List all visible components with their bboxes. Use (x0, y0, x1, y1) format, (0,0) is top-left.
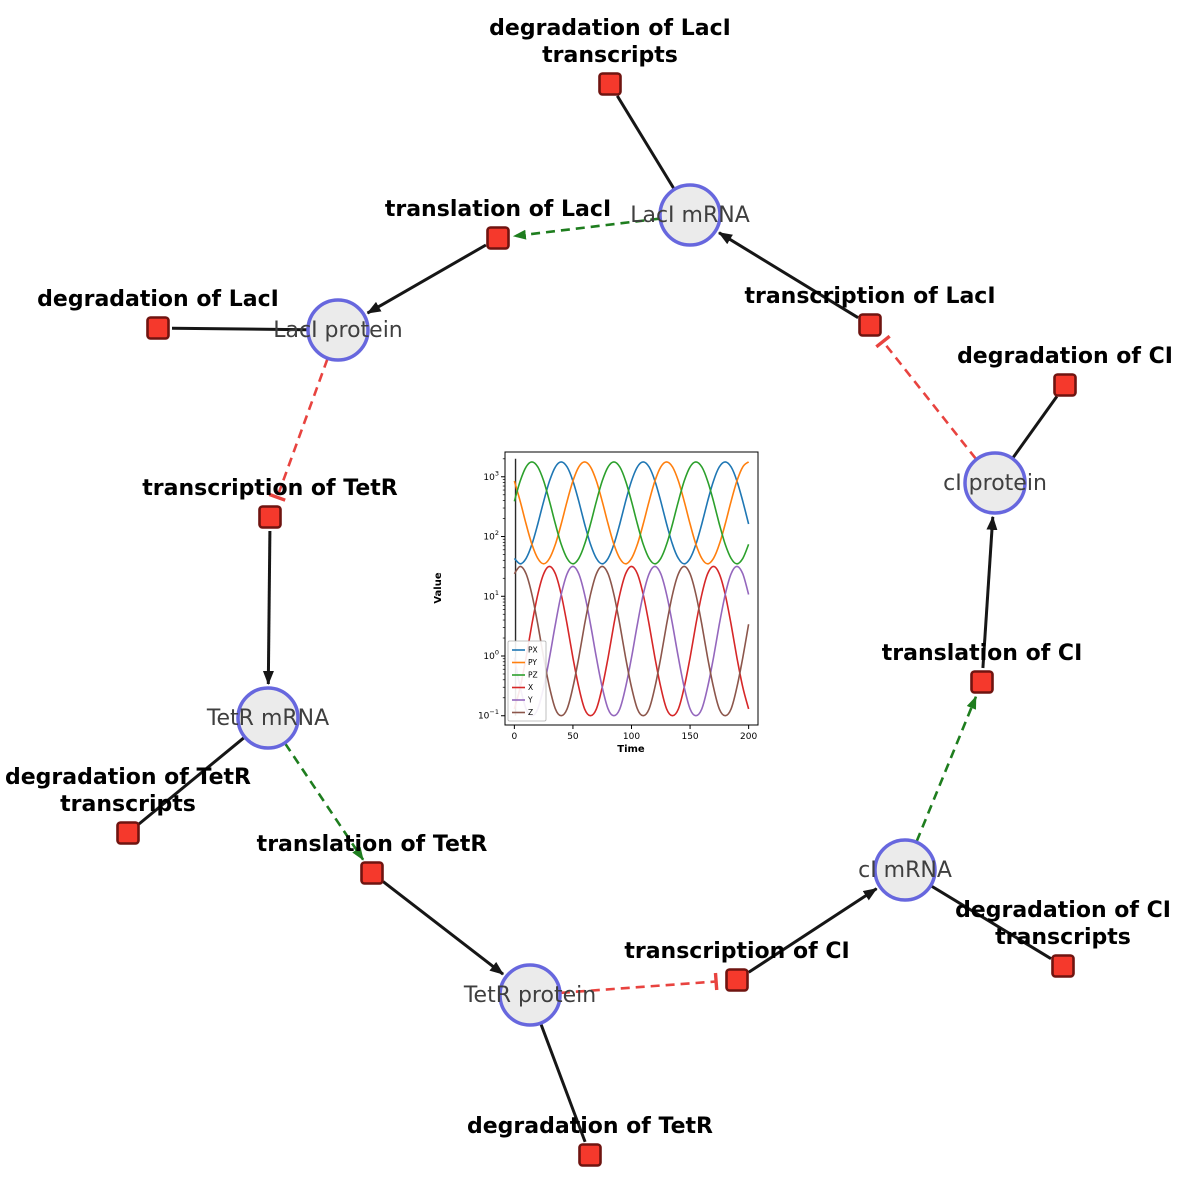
label-laci_protein: LacI protein (273, 318, 403, 343)
edge-inhibition-ci_protein--transcription_laci (875, 334, 977, 460)
x-tick-label: 0 (512, 732, 518, 742)
edge-production-transcription_ci--ci_mrna (747, 887, 878, 974)
legend-label-Z: Z (528, 708, 533, 717)
reaction-node-translation_ci (970, 670, 994, 694)
y-tick-label: 100 (483, 649, 499, 663)
simulation-inset-chart: Time Value 10−1 100 101 102 103 0 50 100 150 200 P… (430, 446, 766, 758)
label-deg_ci_transcripts-line2: transcripts (995, 925, 1131, 950)
edge-production-translation_laci--laci_protein (366, 243, 487, 315)
y-tick-label: 10−1 (478, 708, 499, 722)
reaction-node-deg_laci (146, 316, 170, 340)
edge-modifier-tetr_mrna--translation_tetr (284, 742, 365, 861)
legend-box (507, 640, 547, 722)
node-layer (116, 72, 1077, 1167)
reaction-node-deg_tetr_transcripts (116, 821, 140, 845)
chart-xlabel: Time (617, 744, 645, 755)
label-translation_ci: translation of CI (882, 641, 1083, 666)
y-tick-label: 102 (483, 529, 499, 543)
label-deg_ci_transcripts-line1: degradation of CI (955, 898, 1171, 923)
species-node-ci_mrna (873, 838, 937, 902)
reaction-node-deg_ci (1053, 373, 1077, 397)
edge-modifier-ci_mrna--translation_ci (915, 695, 978, 842)
label-transcription_laci: transcription of LacI (744, 284, 995, 309)
chart-ylabel: Value (433, 572, 444, 603)
label-tetr_protein: TetR protein (463, 983, 596, 1008)
reaction-node-transcription_tetr (258, 505, 282, 529)
edge-production-transcription_tetr--tetr_mrna (262, 530, 274, 685)
label-translation_laci: translation of LacI (385, 197, 611, 222)
species-node-tetr_protein (498, 963, 562, 1027)
x-tick-label: 50 (567, 732, 579, 742)
edge-layer (137, 95, 1059, 1143)
reaction-node-deg_tetr (578, 1143, 602, 1167)
species-node-ci_protein (963, 451, 1027, 515)
reaction-node-transcription_ci (725, 968, 749, 992)
series-PY (513, 461, 750, 565)
series-X (513, 565, 750, 717)
label-ci_mrna: cI mRNA (858, 858, 952, 883)
reaction-node-deg_laci_transcripts (598, 72, 622, 96)
reaction-node-deg_ci_transcripts (1051, 954, 1075, 978)
legend-label-X: X (528, 683, 533, 692)
series-Y (513, 565, 750, 717)
label-transcription_tetr: transcription of TetR (142, 476, 398, 501)
label-deg_laci: degradation of LacI (37, 287, 279, 312)
label-ci_protein: cI protein (943, 471, 1047, 496)
label-deg_ci: degradation of CI (957, 344, 1173, 369)
label-deg_laci_transcripts-line2: transcripts (542, 43, 678, 68)
reaction-node-translation_laci (486, 226, 510, 250)
chart-axes: 10−1 100 101 102 103 0 50 100 150 200 (478, 458, 757, 742)
reaction-node-translation_tetr (360, 861, 384, 885)
x-tick-label: 200 (740, 732, 757, 742)
legend-label-Y: Y (527, 696, 533, 705)
edge-inhibition-tetr_protein--transcription_ci (560, 972, 719, 995)
timecourse-plot: Time Value 10−1 100 101 102 103 0 50 100 150 200 P… (433, 451, 759, 755)
edge-production-translation_tetr--tetr_protein (382, 880, 505, 976)
x-tick-label: 100 (623, 732, 640, 742)
x-tick-label: 150 (681, 732, 698, 742)
series-PZ (513, 461, 750, 565)
chart-legend: PX PY PZ XYZ (507, 640, 547, 722)
series-PX (513, 461, 750, 565)
label-deg_tetr_transcripts-line1: degradation of TetR (5, 765, 251, 790)
reaction-node-transcription_laci (858, 313, 882, 337)
y-tick-label: 101 (483, 589, 499, 603)
edge-production-translation_ci--ci_protein (981, 515, 998, 669)
label-deg_tetr: degradation of TetR (467, 1114, 713, 1139)
y-tick-label: 103 (483, 469, 499, 483)
edge-consumption-ci_mrna--deg_ci_transcripts (930, 884, 1052, 960)
edge-modifier-laci_mrna--translation_laci (512, 217, 660, 240)
label-deg_laci_transcripts-line1: degradation of LacI (489, 16, 731, 41)
edge-consumption-ci_protein--deg_ci (1011, 395, 1059, 459)
species-node-laci_protein (306, 298, 370, 362)
edge-consumption-tetr_mrna--deg_tetr_transcripts (137, 736, 245, 826)
label-transcription_ci: transcription of CI (624, 939, 849, 964)
edge-consumption-tetr_protein--deg_tetr (539, 1023, 587, 1143)
label-translation_tetr: translation of TetR (257, 832, 488, 857)
legend-label-PZ: PZ (528, 671, 538, 680)
label-deg_tetr_transcripts-line2: transcripts (60, 792, 196, 817)
edge-consumption-laci_protein--deg_laci (171, 326, 308, 332)
species-node-laci_mrna (658, 183, 722, 247)
plot-border (504, 451, 759, 726)
edge-inhibition-laci_protein--transcription_tetr (268, 358, 329, 502)
edge-production-transcription_laci--laci_mrna (718, 231, 859, 319)
species-node-tetr_mrna (236, 686, 300, 750)
legend-label-PX: PX (528, 646, 538, 655)
label-tetr_mrna: TetR mRNA (206, 706, 329, 731)
legend-label-PY: PY (528, 658, 537, 667)
chart-series (513, 461, 750, 717)
label-laci_mrna: LacI mRNA (630, 203, 750, 228)
series-Z (513, 565, 750, 717)
edge-consumption-laci_mrna--deg_laci_transcripts (616, 95, 676, 190)
